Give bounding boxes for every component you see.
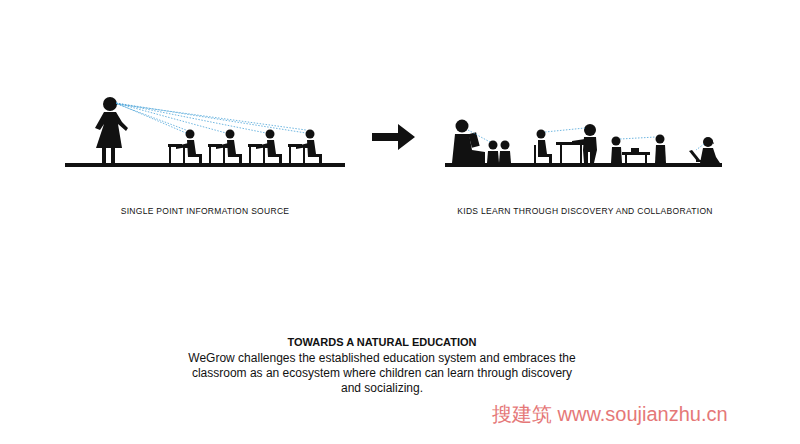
panel-label: SINGLE POINT INFORMATION SOURCE (121, 206, 290, 216)
panel-label: KIDS LEARN THROUGH DISCOVERY AND COLLABO… (457, 206, 712, 216)
diagram-title: TOWARDS A NATURAL EDUCATION (182, 336, 582, 348)
watermark: 搜建筑 www.soujianzhu.cn (492, 401, 728, 428)
diagram-caption: WeGrow challenges the established educat… (182, 351, 582, 396)
